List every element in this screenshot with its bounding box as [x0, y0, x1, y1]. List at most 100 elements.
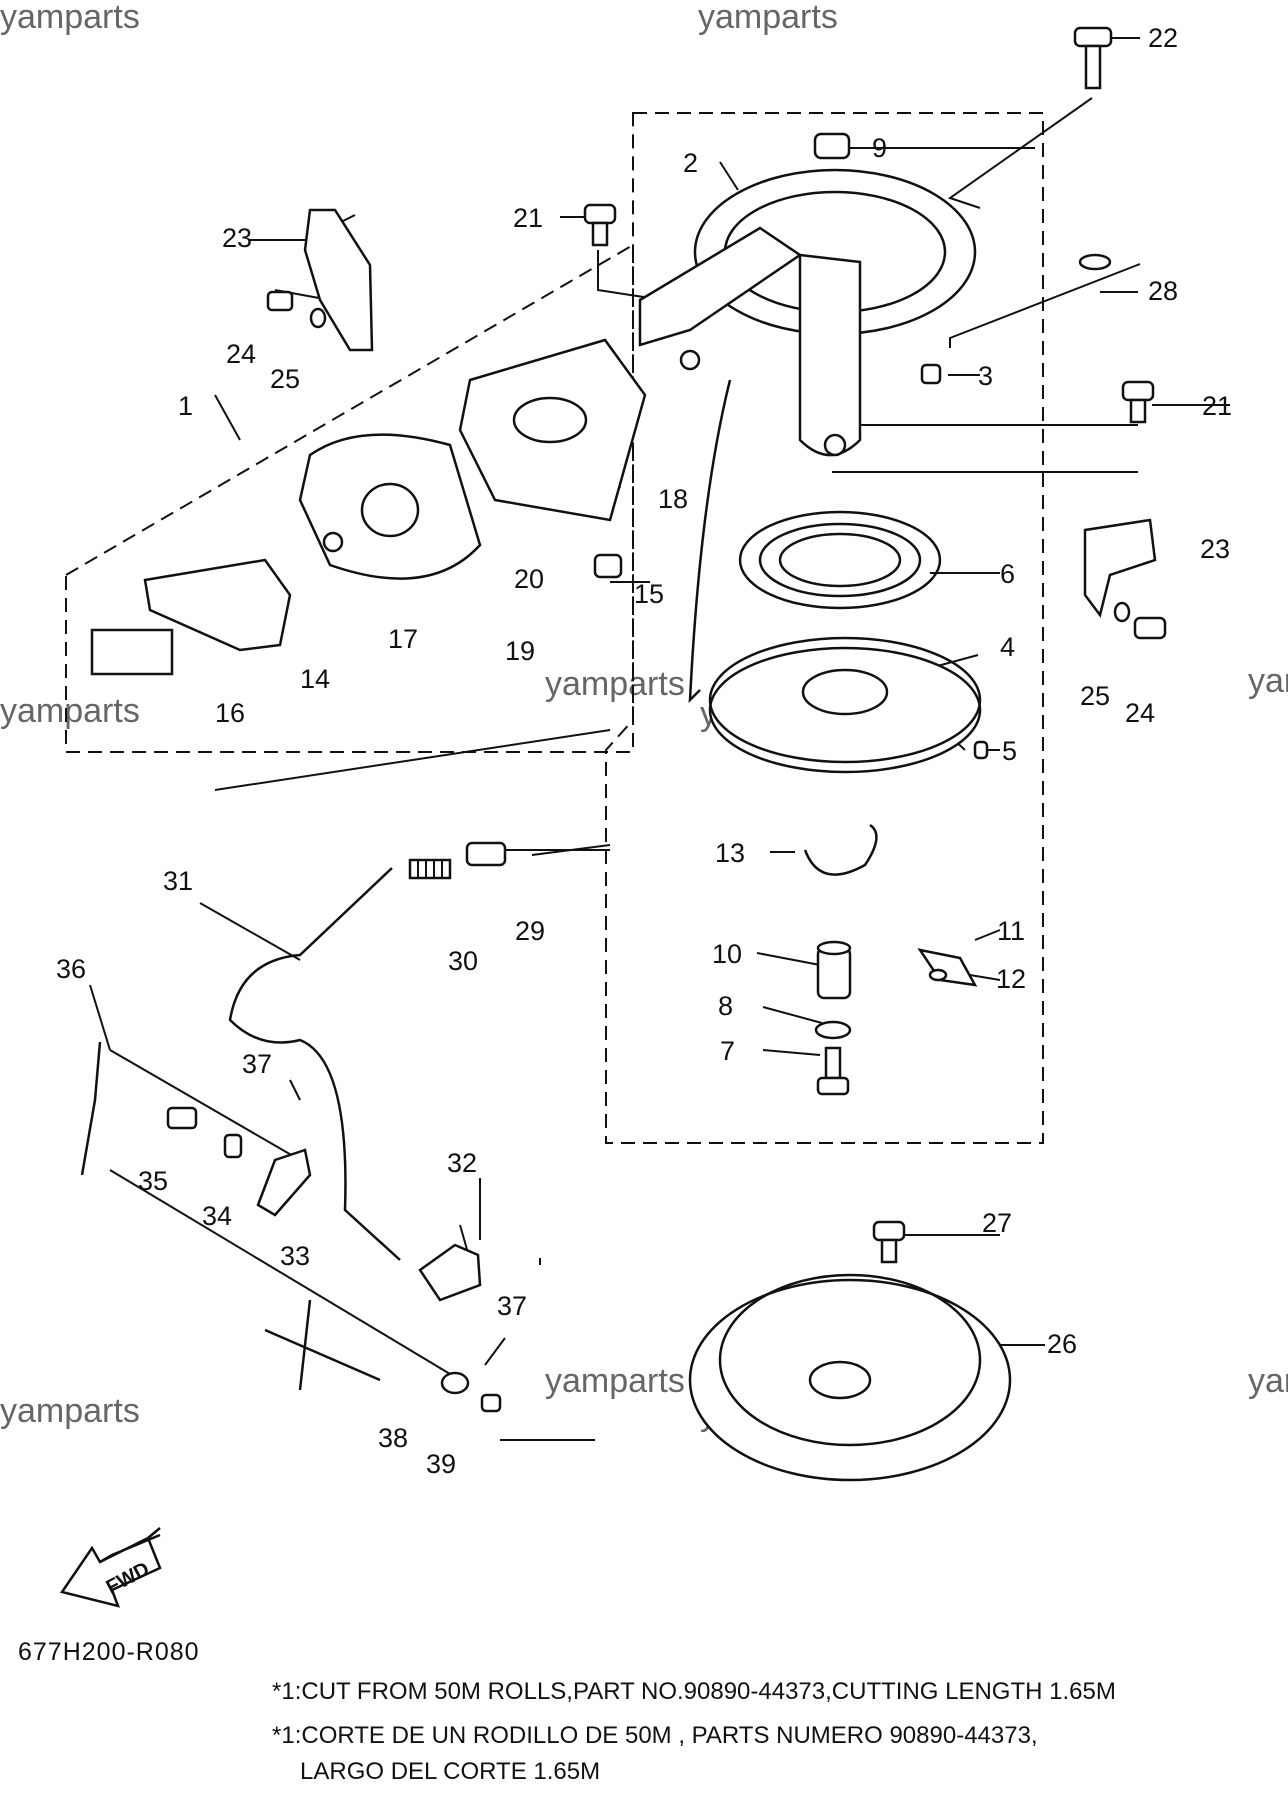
bolt-35-icon [166, 1106, 198, 1130]
callout-4: 4 [1000, 632, 1015, 662]
callout-19: 19 [505, 636, 535, 666]
callout-15: 15 [634, 579, 664, 609]
pin-5-icon [973, 740, 989, 760]
callout-labels: 22 9 2 21 23 28 24 25 3 21 1 18 23 6 20 … [56, 23, 1232, 1479]
bolt-7-icon [816, 1046, 850, 1096]
washer-25-icon [309, 307, 327, 329]
watermark: yamparts [698, 0, 838, 36]
washer-8-icon [814, 1020, 852, 1040]
sheave-drum-4 [708, 636, 982, 774]
bolt-21-icon [1121, 380, 1155, 424]
callout-24: 24 [226, 339, 256, 369]
spiral-spring-6 [738, 510, 942, 610]
watermark: yamparts [0, 692, 140, 730]
callout-13: 13 [715, 838, 745, 868]
callout-11: 11 [997, 916, 1025, 946]
link-rod-36 [80, 1041, 102, 1176]
bolt-3-icon [920, 363, 942, 385]
spring-30-icon [408, 858, 452, 880]
watermark: yamparts [1248, 1362, 1288, 1400]
callout-23: 23 [222, 223, 252, 253]
callout-7: 7 [720, 1036, 735, 1066]
leader-lines [89, 37, 1230, 1441]
bolt-24-icon [1133, 616, 1167, 640]
callout-21: 21 [1202, 391, 1232, 421]
callout-24: 24 [1125, 698, 1155, 728]
collar-17-icon [322, 531, 344, 553]
watermark: yamparts [545, 665, 685, 703]
clip-16-icon [90, 628, 174, 676]
pin-39-icon [480, 1393, 502, 1413]
callout-18: 18 [658, 484, 688, 514]
watermark: yamparts [0, 1392, 140, 1430]
watermark: yamparts [1248, 662, 1288, 700]
callout-10: 10 [712, 939, 742, 969]
callout-33: 33 [280, 1241, 310, 1271]
bolt-20-icon [593, 553, 623, 579]
washer-25-icon [1113, 601, 1131, 623]
bolt-24-icon [266, 290, 294, 312]
callout-3: 3 [978, 361, 993, 391]
callout-27: 27 [982, 1208, 1012, 1238]
nut-29-icon [465, 841, 507, 867]
damper-plate-26 [688, 1273, 1012, 1482]
bolt-21-icon [583, 203, 617, 247]
callout-6: 6 [1000, 559, 1015, 589]
callout-37: 37 [497, 1291, 527, 1321]
nut-9-icon [813, 132, 851, 160]
callout-28: 28 [1148, 276, 1178, 306]
callout-37: 37 [242, 1049, 272, 1079]
callout-34: 34 [202, 1201, 232, 1231]
callout-30: 30 [448, 946, 478, 976]
clip-12-icon [928, 968, 948, 982]
collar-34-icon [223, 1133, 243, 1159]
footnote-line-1: *1:CUT FROM 50M ROLLS,PART NO.90890-4437… [272, 1678, 1116, 1705]
callout-23: 23 [1200, 534, 1230, 564]
footnote-line-3: LARGO DEL CORTE 1.65M [300, 1758, 601, 1785]
callout-9: 9 [872, 133, 887, 163]
lever-32 [418, 1243, 482, 1302]
washer-28-icon [1078, 253, 1112, 271]
fwd-arrow-icon: FWD [59, 1527, 162, 1608]
callout-17: 17 [388, 624, 418, 654]
callout-35: 35 [138, 1166, 168, 1196]
footnote-line-2: *1:CORTE DE UN RODILLO DE 50M , PARTS NU… [272, 1722, 1038, 1749]
sleeve-10-icon [816, 940, 852, 1000]
bracket-23-icon [303, 208, 374, 352]
callout-22: 22 [1148, 23, 1178, 53]
shift-shaft-reference [264, 1299, 381, 1391]
callout-14: 14 [300, 664, 330, 694]
watermark: yamparts [545, 1362, 685, 1400]
drive-pawl-11 [917, 948, 978, 987]
callout-20: 20 [514, 564, 544, 594]
callout-38: 38 [378, 1423, 408, 1453]
watermark: yamparts [0, 0, 140, 36]
callout-12: 12 [996, 964, 1026, 994]
washer-38-icon [440, 1371, 470, 1395]
callout-29: 29 [515, 916, 545, 946]
bolt-22-icon [1073, 26, 1113, 90]
callout-36: 36 [56, 954, 86, 984]
bolt-27-icon [872, 1220, 906, 1264]
start-in-gear-cable-31 [228, 867, 401, 1261]
callout-25: 25 [270, 364, 300, 394]
watermarks: yamparts yamparts yamparts yamparts yamp… [0, 0, 1288, 1433]
callout-5: 5 [1002, 736, 1017, 766]
callout-1: 1 [178, 391, 193, 421]
callout-25: 25 [1080, 681, 1110, 711]
callout-8: 8 [718, 991, 733, 1021]
part-drawings [80, 26, 1167, 1482]
diagram-code: 677H200-R080 [18, 1638, 200, 1666]
callout-16: 16 [215, 698, 245, 728]
callout-26: 26 [1047, 1329, 1077, 1359]
callout-32: 32 [447, 1148, 477, 1178]
assembly-outlines [65, 112, 1044, 1144]
callout-31: 31 [163, 866, 193, 896]
bracket-23-icon [1083, 518, 1157, 618]
callout-2: 2 [683, 148, 698, 178]
callout-39: 39 [426, 1449, 456, 1479]
starter-rope-15 [688, 379, 732, 704]
callout-21: 21 [513, 203, 543, 233]
starter-housing-2 [638, 168, 977, 457]
